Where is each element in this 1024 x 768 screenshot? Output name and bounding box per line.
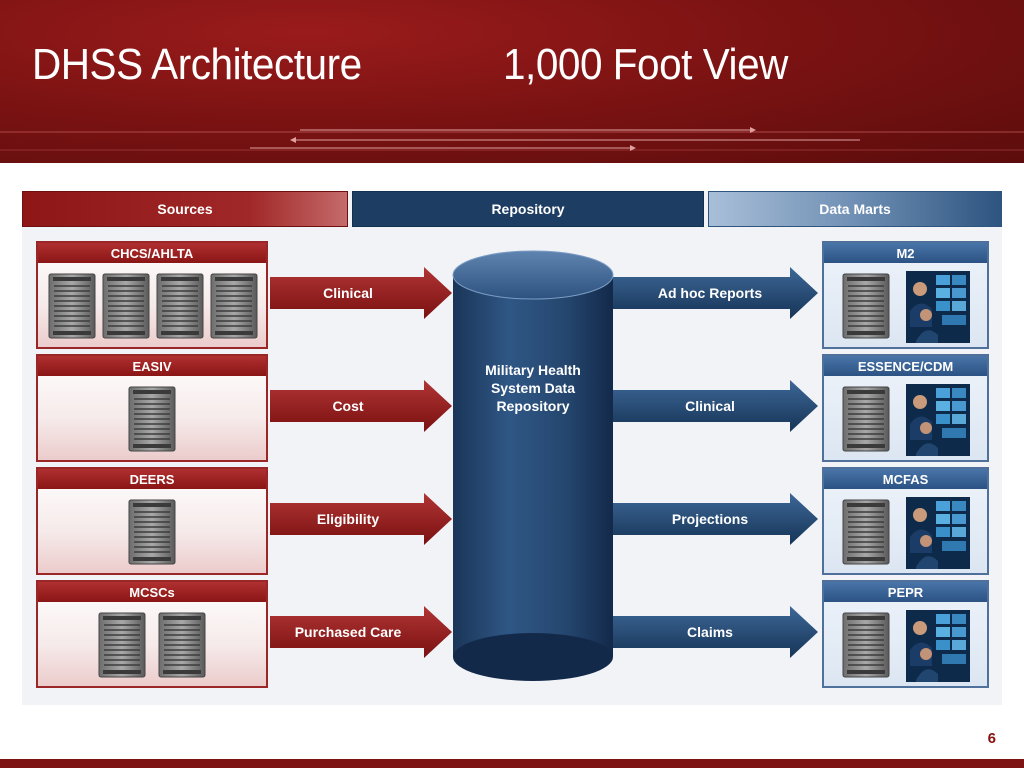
operator-photo xyxy=(906,384,970,456)
flow-label-adhoc-reports: Ad hoc Reports xyxy=(657,285,763,301)
mart-label: MCFAS xyxy=(824,469,987,489)
operator-photo xyxy=(906,497,970,569)
flow-label-eligibility: Eligibility xyxy=(316,511,380,527)
architecture-diagram: Sources Repository Data Marts xyxy=(22,191,1002,705)
source-deers: DEERS xyxy=(36,467,268,575)
repository-column-header: Repository xyxy=(352,191,704,227)
sources-column-header: Sources xyxy=(22,191,348,227)
server-icon xyxy=(842,271,890,341)
mart-label: M2 xyxy=(824,243,987,263)
slide-header: DHSS Architecture 1,000 Foot View xyxy=(0,0,1024,163)
source-chcs-ahlta: CHCS/AHLTA xyxy=(36,241,268,349)
server-icon xyxy=(102,273,150,339)
mart-pepr: PEPR xyxy=(822,580,989,688)
mart-label: ESSENCE/CDM xyxy=(824,356,987,376)
server-icon xyxy=(156,273,204,339)
server-icon xyxy=(48,273,96,339)
source-label: EASIV xyxy=(38,356,266,376)
flow-label-projections: Projections xyxy=(671,511,749,527)
server-icon xyxy=(842,384,890,454)
arrow-adhoc-mart xyxy=(612,267,818,319)
mart-m2: M2 xyxy=(822,241,989,349)
server-icon xyxy=(128,386,176,452)
server-icon xyxy=(128,499,176,565)
arrow-clinical-source xyxy=(270,267,452,319)
source-label: DEERS xyxy=(38,469,266,489)
source-label: CHCS/AHLTA xyxy=(38,243,266,263)
page-number: 6 xyxy=(987,730,996,747)
server-icon xyxy=(210,273,258,339)
slide-title: DHSS Architecture xyxy=(32,40,362,89)
arrow-projections-mart xyxy=(612,493,818,545)
server-icon xyxy=(842,497,890,567)
source-label: MCSCs xyxy=(38,582,266,602)
mart-essence-cdm: ESSENCE/CDM xyxy=(822,354,989,462)
repository-label: Military Health System Data Repository xyxy=(485,362,581,414)
flow-label-cost: Cost xyxy=(332,398,364,414)
arrow-claims-mart xyxy=(612,606,818,658)
mart-mcfas: MCFAS xyxy=(822,467,989,575)
repository-cylinder xyxy=(452,250,614,681)
server-icon xyxy=(158,612,206,678)
flow-label-claims: Claims xyxy=(687,624,733,640)
flow-label-clinical-mart: Clinical xyxy=(685,398,735,414)
arrow-clinical-mart xyxy=(612,380,818,432)
flow-graphics xyxy=(270,250,818,681)
source-easiv: EASIV xyxy=(36,354,268,462)
arrow-cost-source xyxy=(270,380,452,432)
arrow-eligibility-source xyxy=(270,493,452,545)
header-decoration xyxy=(0,127,1024,151)
arrow-purchased-care-source xyxy=(270,606,452,658)
operator-photo xyxy=(906,610,970,682)
footer-bar xyxy=(0,759,1024,768)
mart-label: PEPR xyxy=(824,582,987,602)
data-marts-column-header: Data Marts xyxy=(708,191,1002,227)
slide-subtitle: 1,000 Foot View xyxy=(503,40,788,89)
flow-label-clinical: Clinical xyxy=(323,285,373,301)
flow-label-purchased-care: Purchased Care xyxy=(294,624,402,640)
server-icon xyxy=(98,612,146,678)
operator-photo xyxy=(906,271,970,343)
source-mcscs: MCSCs xyxy=(36,580,268,688)
server-icon xyxy=(842,610,890,680)
